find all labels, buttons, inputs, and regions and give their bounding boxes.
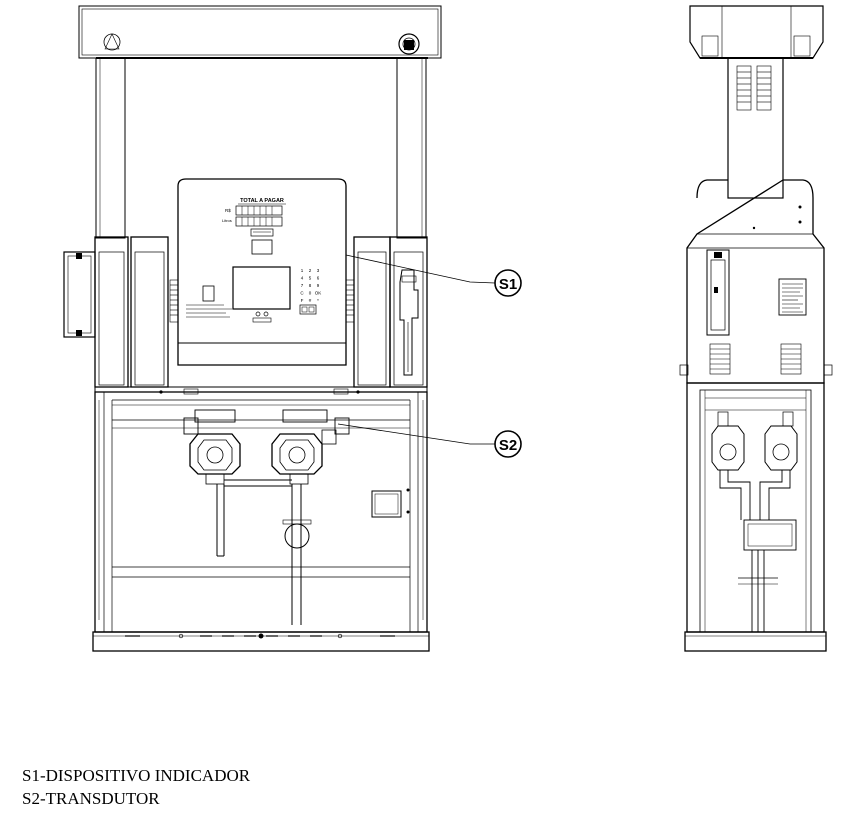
- keypad-key: 9: [317, 283, 320, 288]
- front-meters: [183, 409, 350, 625]
- front-hydraulic-cabinet: [94, 391, 428, 633]
- price-display: TOTAL A PAGAR R$ Litros: [222, 198, 286, 237]
- side-hydraulic-cabinet: [686, 382, 825, 633]
- keypad-key: 2: [309, 268, 312, 273]
- side-column: [727, 57, 784, 199]
- front-canopy: [78, 5, 442, 59]
- display-volume: Litros: [222, 218, 232, 223]
- side-head: [679, 179, 833, 384]
- keypad-key: *: [317, 298, 319, 303]
- head-vent-left: [169, 279, 179, 323]
- front-base: [92, 631, 430, 652]
- keypad-key: C: [300, 291, 304, 296]
- keypad-key: OK: [315, 291, 322, 296]
- side-base: [684, 631, 827, 652]
- front-head: TOTAL A PAGAR R$ Litros: [169, 178, 355, 366]
- legend-s1: S1-DISPOSITIVO INDICADOR: [22, 766, 251, 785]
- meter-left: [183, 409, 241, 557]
- display-currency: R$: [225, 208, 231, 213]
- head-vent-right: [345, 279, 355, 323]
- meter-right: [271, 409, 350, 625]
- left-nozzle-holders: [63, 236, 169, 388]
- identification-plate: [778, 278, 807, 316]
- keypad-key: 6: [317, 276, 320, 281]
- callout-s1: S1: [345, 254, 522, 297]
- keypad-key: 7: [301, 283, 304, 288]
- front-view: TOTAL A PAGAR R$ Litros: [63, 5, 522, 652]
- display-title: TOTAL A PAGAR: [240, 198, 284, 204]
- keypad-key: 4: [301, 276, 304, 281]
- card-reader-slot: [251, 239, 273, 255]
- keypad-key: F: [301, 298, 304, 303]
- keypad-key: #: [309, 298, 312, 303]
- keypad-key: 3: [317, 268, 320, 273]
- callout-s2-label: S2: [499, 437, 517, 454]
- keypad-key: 8: [309, 283, 312, 288]
- callout-s1-label: S1: [499, 276, 517, 293]
- keypad-key: 5: [309, 276, 312, 281]
- side-view: [679, 5, 833, 652]
- callout-s2: S2: [337, 423, 522, 458]
- keypad-key: 0: [309, 291, 312, 296]
- side-canopy: [689, 5, 824, 59]
- keypad-key: 1: [301, 268, 304, 273]
- legend: S1-DISPOSITIVO INDICADOR S2-TRANSDUTOR: [22, 764, 250, 810]
- head-base-bar: [94, 386, 428, 393]
- front-columns: [95, 57, 427, 239]
- legend-s2: S2-TRANSDUTOR: [22, 789, 160, 808]
- side-head-vents: [709, 343, 802, 375]
- screen: [232, 266, 291, 310]
